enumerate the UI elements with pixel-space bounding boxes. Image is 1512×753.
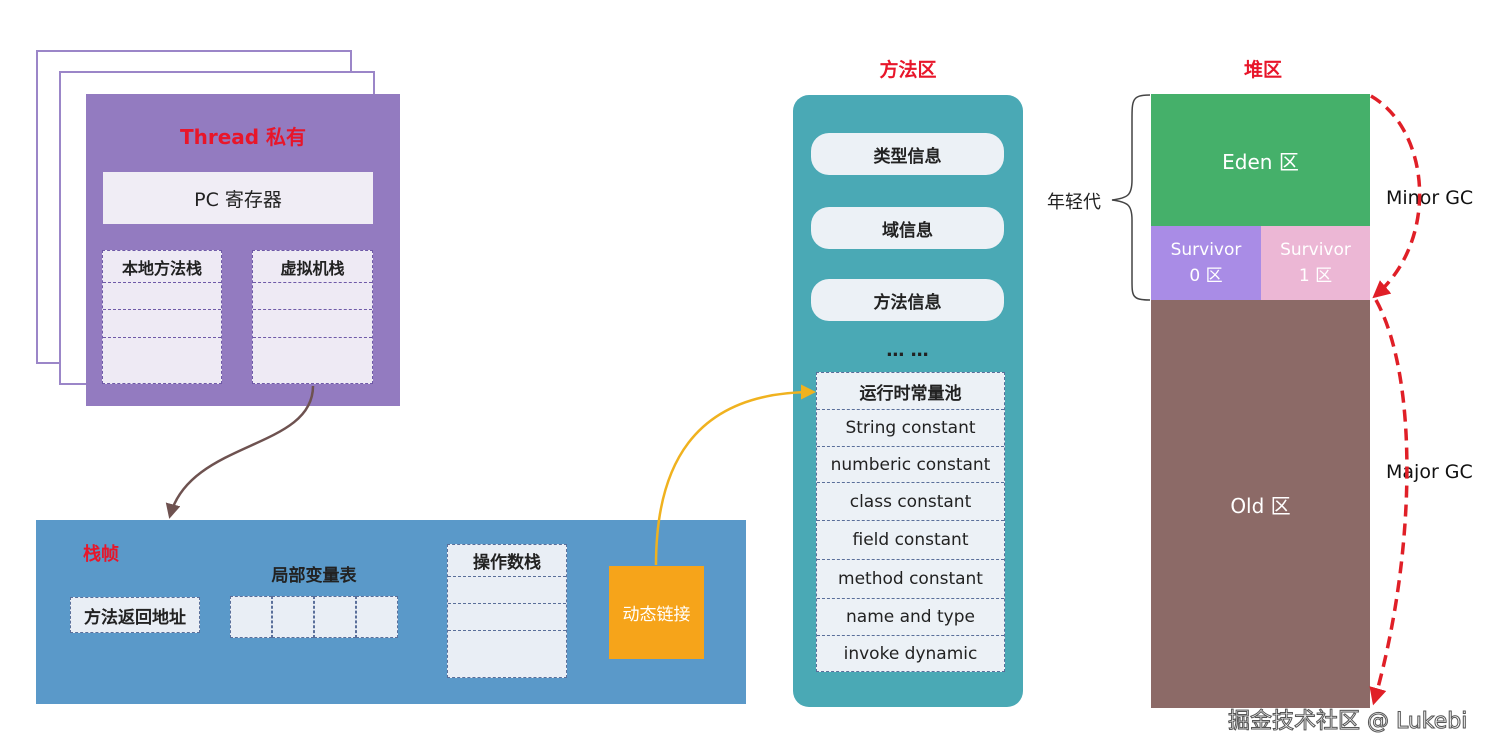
vm-stack: 虚拟机栈 bbox=[252, 250, 373, 384]
local-var-slot bbox=[230, 596, 272, 638]
local-vars-label: 局部变量表 bbox=[271, 565, 357, 586]
survivor-1: Survivor 1 区 bbox=[1261, 226, 1370, 300]
method-area-ellipsis: … … bbox=[886, 339, 929, 361]
old-space: Old 区 bbox=[1151, 300, 1370, 708]
major-gc-label: Major GC bbox=[1386, 461, 1473, 483]
native-method-stack: 本地方法栈 bbox=[102, 250, 222, 384]
method-info: 方法信息 bbox=[811, 279, 1004, 321]
survivor-1-name: Survivor bbox=[1280, 240, 1351, 260]
operand-slot bbox=[448, 604, 566, 631]
stack-frame-title: 栈帧 bbox=[83, 544, 119, 565]
local-var-slot bbox=[272, 596, 314, 638]
minor-gc-label: Minor GC bbox=[1386, 187, 1474, 209]
local-var-slot bbox=[314, 596, 356, 638]
pool-row-field: field constant bbox=[817, 521, 1004, 560]
young-gen-brace bbox=[1111, 94, 1151, 301]
heap-title: 堆区 bbox=[1243, 58, 1282, 81]
young-gen-label: 年轻代 bbox=[1047, 192, 1101, 213]
local-var-slot bbox=[356, 596, 398, 638]
native-stack-slot bbox=[103, 310, 221, 338]
thread-title: Thread 私有 bbox=[179, 124, 307, 149]
pc-register: PC 寄存器 bbox=[103, 172, 373, 224]
field-info: 域信息 bbox=[811, 207, 1004, 249]
survivor-0-name: Survivor bbox=[1170, 240, 1242, 260]
survivor-0: Survivor 0 区 bbox=[1151, 226, 1261, 300]
watermark: 掘金技术社区 @ Lukebi bbox=[1227, 709, 1468, 735]
pool-row-string: String constant bbox=[817, 410, 1004, 447]
operand-slot bbox=[448, 577, 566, 604]
pool-row-invoke-dynamic: invoke dynamic bbox=[843, 643, 978, 664]
return-address: 方法返回地址 bbox=[70, 597, 200, 633]
vm-stack-slot bbox=[253, 310, 372, 338]
type-info: 类型信息 bbox=[811, 133, 1004, 175]
stack-frame: 栈帧 方法返回地址 局部变量表 操作数栈 动态链接 bbox=[36, 520, 746, 704]
operand-stack-label: 操作数栈 bbox=[448, 545, 566, 577]
vm-stack-slot bbox=[253, 283, 372, 310]
thread-card: Thread 私有 PC 寄存器 本地方法栈 虚拟机栈 bbox=[86, 94, 400, 406]
pool-row-method: method constant bbox=[817, 560, 1004, 599]
runtime-constant-pool: 运行时常量池 String constant numberic constant… bbox=[816, 372, 1005, 672]
dynamic-link: 动态链接 bbox=[609, 566, 704, 659]
major-gc-arrow bbox=[1369, 299, 1409, 706]
pool-row-numeric: numberic constant bbox=[817, 447, 1004, 483]
vm-stack-label: 虚拟机栈 bbox=[253, 251, 372, 283]
operand-stack: 操作数栈 bbox=[447, 544, 567, 678]
survivor-1-region: 1 区 bbox=[1298, 266, 1333, 286]
method-area-title: 方法区 bbox=[879, 58, 937, 81]
pool-row-name-and-type: name and type bbox=[817, 599, 1004, 636]
native-method-stack-label: 本地方法栈 bbox=[103, 251, 221, 283]
survivor-0-region: 0 区 bbox=[1189, 266, 1223, 286]
native-stack-slot bbox=[103, 283, 221, 310]
eden-space: Eden 区 bbox=[1151, 94, 1370, 226]
pool-row-class: class constant bbox=[817, 483, 1004, 521]
method-area: 类型信息 域信息 方法信息 … … 运行时常量池 String constant… bbox=[793, 95, 1023, 707]
runtime-constant-pool-title: 运行时常量池 bbox=[817, 373, 1004, 410]
